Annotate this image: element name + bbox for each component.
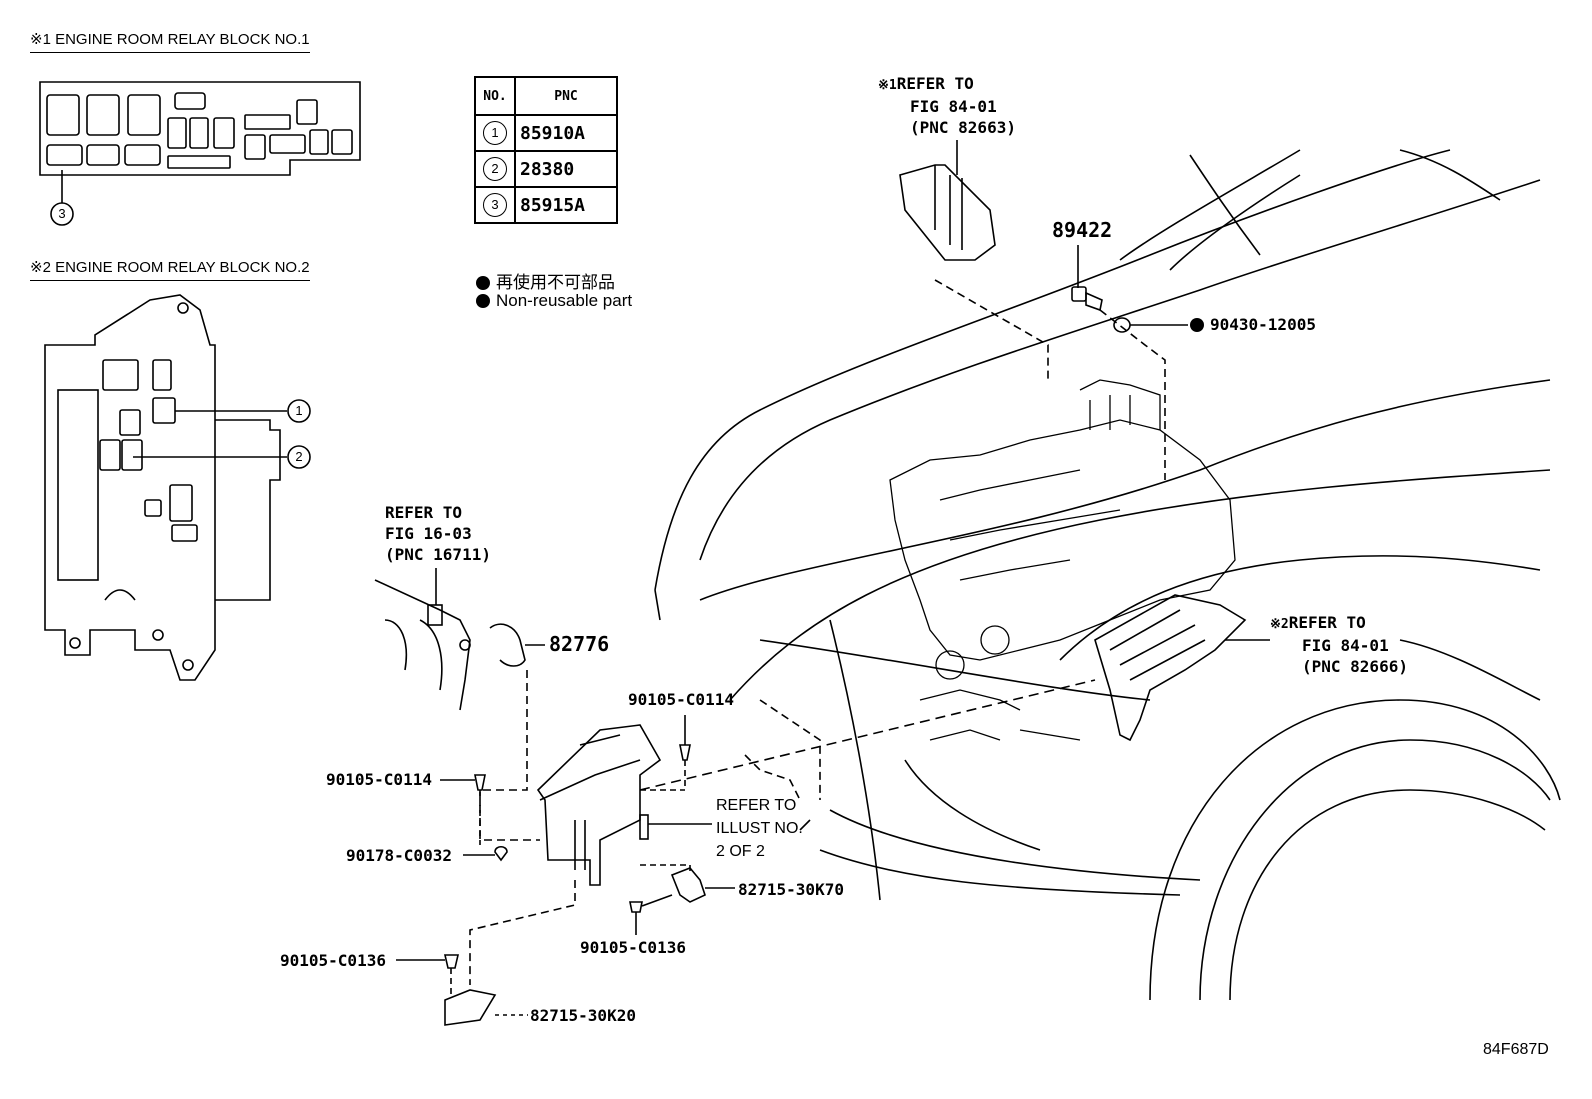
col-no-header: NO. bbox=[474, 76, 516, 116]
part-label-90105-c0114-left: 90105-C0114 bbox=[326, 770, 432, 789]
non-reusable-dot-icon bbox=[476, 294, 490, 308]
relay-block-installed-drawing bbox=[1094, 594, 1270, 742]
engine-drawing bbox=[889, 379, 1236, 741]
col-pnc-header: PNC bbox=[514, 76, 618, 116]
table-row: 3 85915A bbox=[474, 186, 618, 224]
fan-shroud-drawing bbox=[374, 568, 471, 711]
part-label-89422: 89422 bbox=[1052, 218, 1113, 242]
non-reusable-dot-icon bbox=[1190, 318, 1204, 332]
relay-block-2-drawing bbox=[44, 294, 311, 681]
relay-block-2-header: ※2 ENGINE ROOM RELAY BLOCK NO.2 bbox=[30, 258, 310, 281]
reference-fig-16-03: REFER TO FIG 16-03 (PNC 16711) bbox=[385, 503, 491, 564]
part-label-82715-30k70: 82715-30K70 bbox=[738, 880, 844, 899]
sensor-drawing bbox=[1071, 245, 1188, 480]
callout-3: 3 bbox=[58, 206, 66, 221]
part-label-90178-c0032: 90178-C0032 bbox=[346, 846, 452, 865]
row-number: 2 bbox=[483, 157, 507, 181]
table-row: 2 28380 bbox=[474, 150, 618, 188]
non-reusable-dot-icon bbox=[476, 276, 490, 290]
part-label-90430-12005: 90430-12005 bbox=[1190, 315, 1316, 334]
reference-fig-84-01-b: ※2REFER TO FIG 84-01 (PNC 82666) bbox=[1270, 613, 1408, 676]
part-label-90105-c0136-right: 90105-C0136 bbox=[580, 938, 686, 957]
hose-drawing bbox=[479, 623, 545, 841]
legend-japanese: 再使用不可部品 bbox=[476, 268, 615, 293]
part-label-90105-c0136-left: 90105-C0136 bbox=[280, 951, 386, 970]
pnc-table: NO. PNC 1 85910A 2 28380 3 85915A bbox=[474, 76, 618, 224]
reference-illust-2: REFER TO ILLUST NO. 2 OF 2 bbox=[716, 797, 803, 860]
row-pnc: 85915A bbox=[514, 186, 618, 224]
row-number: 1 bbox=[483, 121, 507, 145]
vehicle-body-drawing bbox=[654, 149, 1561, 1001]
callout-1: 1 bbox=[295, 403, 303, 418]
bolts-drawing bbox=[396, 715, 735, 1026]
table-row: 1 85910A bbox=[474, 114, 618, 152]
row-pnc: 28380 bbox=[514, 150, 618, 188]
row-pnc: 85910A bbox=[514, 114, 618, 152]
part-label-82715-30k20: 82715-30K20 bbox=[530, 1006, 636, 1025]
reference-fig-84-01-a: ※1REFER TO FIG 84-01 (PNC 82663) bbox=[878, 74, 1016, 137]
relay-block-1-header: ※1 ENGINE ROOM RELAY BLOCK NO.1 bbox=[30, 30, 310, 53]
part-label-82776: 82776 bbox=[549, 632, 610, 656]
pnc-table-header: NO. PNC bbox=[474, 76, 618, 116]
row-number: 3 bbox=[483, 193, 507, 217]
relay-box-drawing bbox=[536, 724, 712, 886]
ecu-bracket-drawing bbox=[899, 140, 1049, 380]
reference-leaders bbox=[639, 679, 1096, 801]
callout-2: 2 bbox=[295, 449, 303, 464]
legend-english: Non-reusable part bbox=[476, 291, 632, 311]
part-label-90105-c0114-top: 90105-C0114 bbox=[628, 690, 734, 709]
relay-block-1-drawing bbox=[39, 81, 361, 226]
figure-code: 84F687D bbox=[1483, 1041, 1549, 1058]
